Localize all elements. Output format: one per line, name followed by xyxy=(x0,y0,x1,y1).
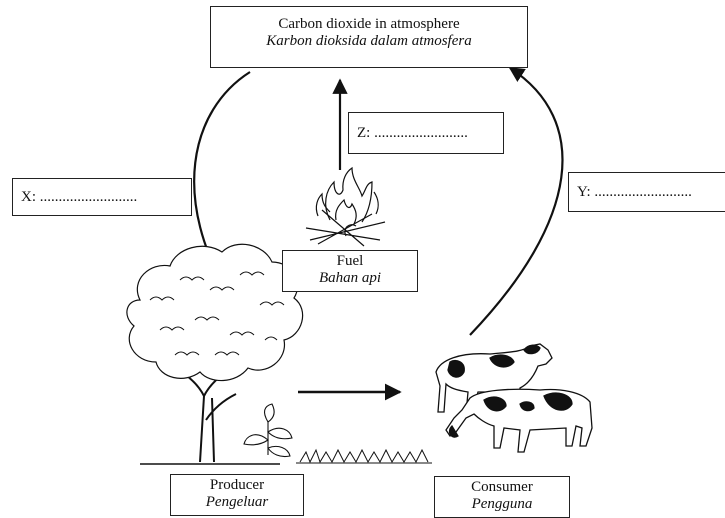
blank-z-label: Z: ......................... xyxy=(357,125,468,142)
consumer-label-en: Consumer xyxy=(435,479,569,496)
producer-label-ms: Pengeluar xyxy=(171,494,303,511)
consumer-label-ms: Pengguna xyxy=(435,496,569,513)
blank-y-label: Y: .......................... xyxy=(577,184,692,201)
atmosphere-label-ms: Karbon dioksida dalam atmosfera xyxy=(211,33,527,50)
fuel-box: Fuel Bahan api xyxy=(282,250,418,292)
fire-icon xyxy=(306,168,385,246)
blank-x-label: X: .......................... xyxy=(21,189,137,206)
atmosphere-label-en: Carbon dioxide in atmosphere xyxy=(211,16,527,33)
blank-z[interactable]: Z: ......................... xyxy=(348,112,504,154)
fuel-label-en: Fuel xyxy=(283,253,417,270)
arrow-y-consumer-to-atmosphere xyxy=(470,68,562,335)
blank-x[interactable]: X: .......................... xyxy=(12,178,192,216)
fuel-label-ms: Bahan api xyxy=(283,270,417,287)
producer-box: Producer Pengeluar xyxy=(170,474,304,516)
consumer-box: Consumer Pengguna xyxy=(434,476,570,518)
grass-icon xyxy=(296,450,432,463)
blank-y[interactable]: Y: .......................... xyxy=(568,172,725,212)
atmosphere-box: Carbon dioxide in atmosphere Karbon diok… xyxy=(210,6,528,68)
producer-label-en: Producer xyxy=(171,477,303,494)
plant-icon xyxy=(244,404,292,457)
